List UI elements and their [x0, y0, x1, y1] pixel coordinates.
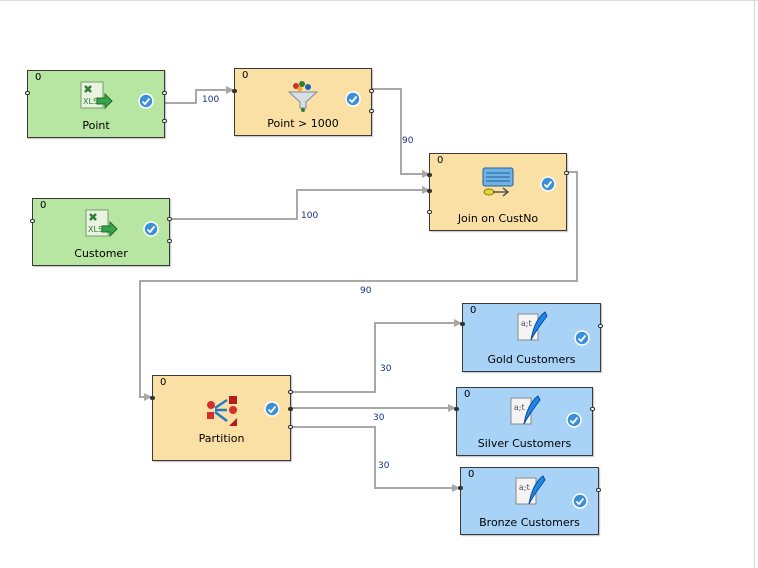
record-count: 0 — [35, 72, 42, 83]
node-label: Gold Customers — [487, 353, 576, 366]
edge-label-partition-gold: 30 — [380, 364, 392, 374]
check-icon — [540, 176, 556, 192]
check-icon — [143, 221, 159, 237]
input-port[interactable] — [454, 407, 459, 411]
check-icon — [572, 493, 588, 509]
node-label: Point > 1000 — [267, 117, 339, 130]
output-port[interactable] — [162, 119, 167, 123]
input-port[interactable] — [427, 189, 432, 193]
input-port[interactable] — [30, 219, 35, 223]
xls-reader-icon: XLS — [85, 209, 118, 238]
output-port[interactable] — [288, 407, 293, 411]
svg-text:a;t: a;t — [519, 483, 530, 492]
partition-shapes-icon — [206, 396, 237, 426]
edge-partition-gold[interactable] — [291, 319, 462, 393]
record-count: 0 — [160, 377, 167, 388]
record-count: 0 — [437, 155, 444, 166]
edge-label-partition-bronze: 30 — [378, 461, 390, 471]
node-label: Silver Customers — [477, 437, 572, 450]
input-port[interactable] — [458, 486, 463, 490]
edge-point-filter[interactable] — [165, 86, 234, 104]
output-port[interactable] — [598, 324, 603, 328]
output-port[interactable] — [288, 425, 293, 429]
node-label: Bronze Customers — [479, 516, 580, 529]
keyboard-join-icon — [482, 167, 514, 197]
svg-text:XLS: XLS — [88, 225, 103, 234]
node-label: Customer — [74, 247, 128, 260]
node-customer[interactable]: 0 XLS Customer — [30, 198, 172, 266]
input-port[interactable] — [427, 173, 432, 177]
svg-text:a;t: a;t — [514, 403, 525, 412]
edge-label-point-filter: 100 — [202, 95, 220, 105]
edge-join-partition[interactable] — [139, 171, 578, 401]
node-filter[interactable]: 0 Point > 1000 — [232, 68, 374, 136]
svg-text:a;t: a;t — [521, 319, 532, 328]
node-silver-customers[interactable]: 0 a;t Silver Customers — [454, 387, 595, 456]
output-port[interactable] — [288, 390, 293, 394]
node-gold-customers[interactable]: 0 a;t Gold Customers — [460, 303, 603, 372]
edge-label-join-partition: 90 — [360, 286, 372, 296]
input-port[interactable] — [460, 322, 465, 326]
edge-partition-bronze[interactable] — [291, 426, 460, 492]
check-icon — [138, 93, 154, 109]
input-port[interactable] — [150, 396, 155, 400]
edge-filter-join[interactable] — [371, 88, 430, 178]
node-point[interactable]: 0 XLS Point — [25, 70, 167, 138]
node-partition[interactable]: 0 Partition — [150, 375, 293, 461]
node-bronze-customers[interactable]: 0 a;t Bronze Customers — [458, 467, 601, 535]
text-writer-quill-icon: a;t — [510, 395, 541, 425]
input-port[interactable] — [427, 210, 432, 214]
input-port[interactable] — [25, 91, 30, 95]
output-port[interactable] — [369, 109, 374, 113]
text-writer-quill-icon: a;t — [515, 475, 546, 505]
svg-text:XLS: XLS — [83, 97, 98, 106]
check-icon — [566, 412, 582, 428]
canvas-right-border — [754, 0, 755, 568]
node-label: Partition — [198, 432, 245, 445]
output-port[interactable] — [590, 407, 595, 411]
output-port[interactable] — [162, 91, 167, 95]
node-label: Join on CustNo — [457, 212, 539, 225]
text-writer-quill-icon: a;t — [517, 311, 548, 341]
record-count: 0 — [470, 305, 477, 316]
check-icon — [345, 91, 361, 107]
edge-label-partition-silver: 30 — [373, 413, 385, 423]
edge-label-filter-join: 90 — [402, 136, 414, 146]
output-port[interactable] — [564, 171, 569, 175]
edge-label-customer-join: 100 — [301, 211, 319, 221]
node-label: Point — [82, 119, 110, 132]
node-join[interactable]: 0 Join on CustNo — [427, 153, 569, 231]
record-count: 0 — [468, 469, 475, 480]
xls-reader-icon: XLS — [80, 81, 113, 110]
output-port[interactable] — [369, 89, 374, 93]
record-count: 0 — [40, 200, 47, 211]
canvas-top-border — [0, 0, 758, 1]
check-icon — [264, 401, 280, 417]
check-icon — [574, 330, 590, 346]
output-port[interactable] — [167, 217, 172, 221]
record-count: 0 — [242, 70, 249, 81]
record-count: 0 — [464, 389, 471, 400]
filter-funnel-icon — [287, 81, 319, 112]
input-port[interactable] — [232, 89, 237, 93]
output-port[interactable] — [167, 239, 172, 243]
output-port[interactable] — [596, 488, 601, 492]
edge-customer-join[interactable] — [169, 186, 430, 220]
